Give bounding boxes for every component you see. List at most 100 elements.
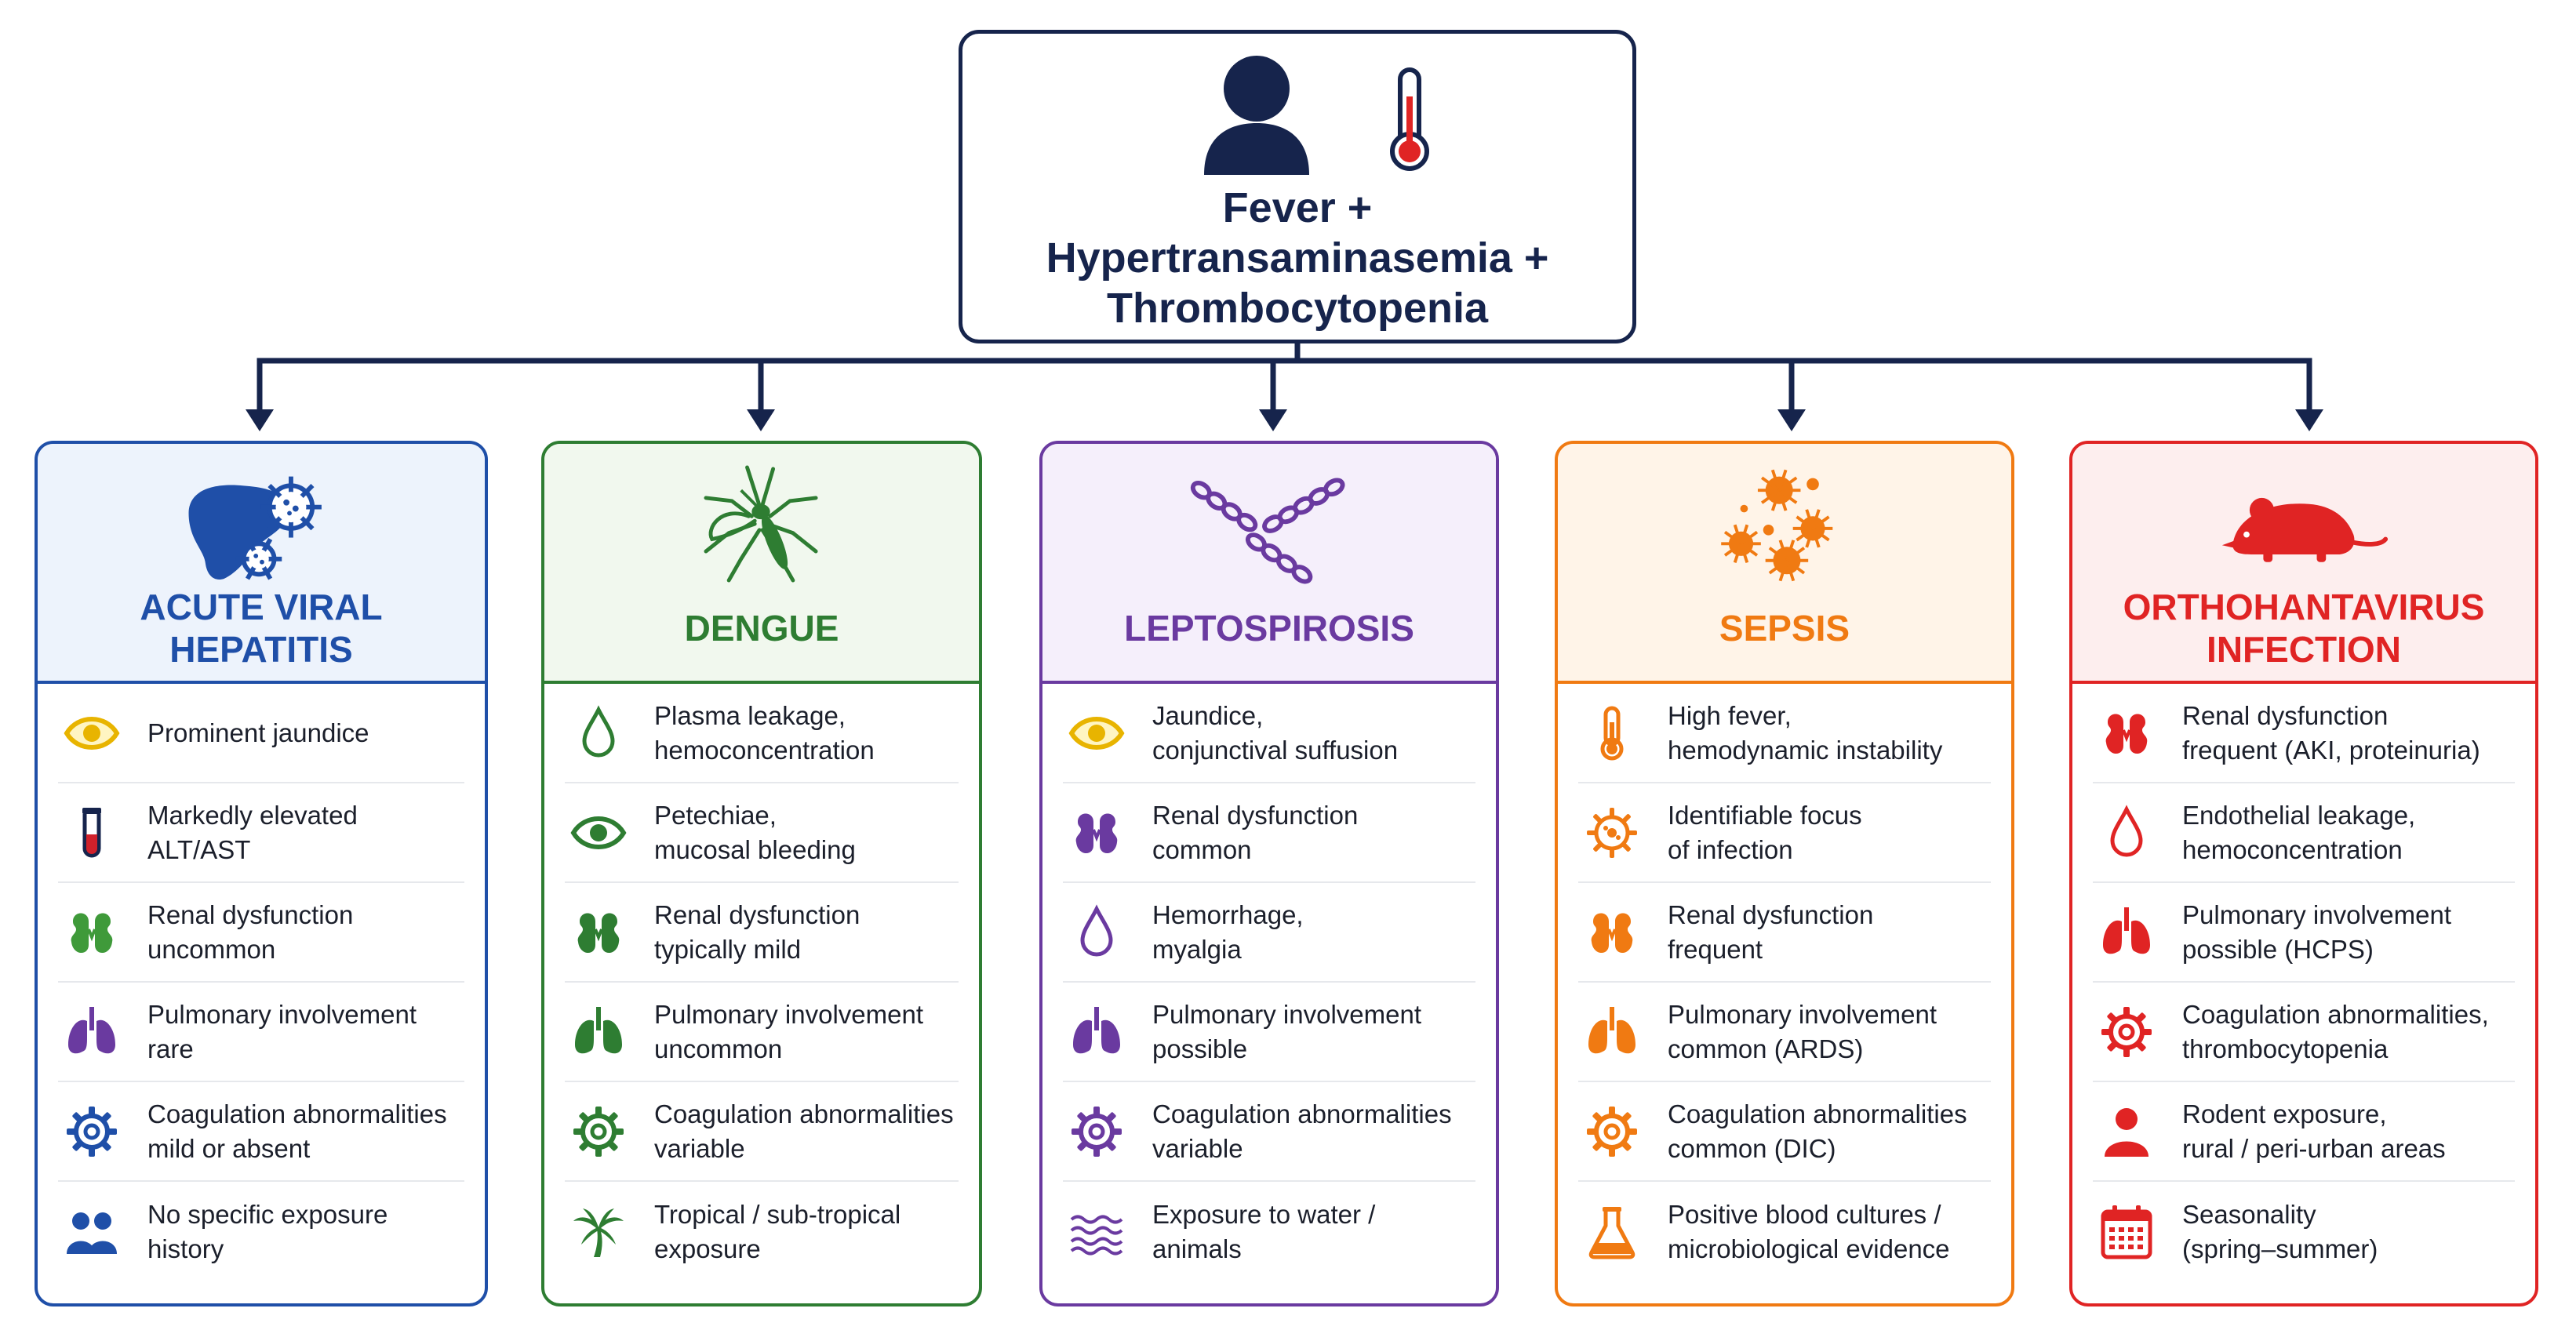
feature-row: Seasonality(spring–summer) (2093, 1182, 2515, 1281)
column-title-line: INFECTION (2207, 629, 2401, 670)
arrow-head (246, 409, 274, 431)
kidney-icon (1075, 813, 1118, 853)
lungs-icon (1073, 1006, 1120, 1053)
feature-line: Identifiable focus (1668, 800, 1862, 830)
feature-line: Hemorrhage, (1152, 899, 1304, 929)
eye-icon (570, 816, 627, 849)
feature-line: Pulmonary involvement (147, 999, 417, 1029)
arrow-head (747, 409, 775, 431)
feature-line: history (147, 1234, 224, 1263)
feature-row: Prominent jaundice (58, 684, 464, 783)
mosquito-icon (704, 465, 818, 583)
arrow-head (1777, 409, 1806, 431)
feature-line: uncommon (147, 934, 276, 964)
feature-line: Prominent jaundice (147, 718, 369, 747)
feature-list: Plasma leakage,hemoconcentration Petechi… (565, 684, 959, 1292)
feature-text: No specific exposure history (126, 1197, 387, 1266)
column-title-line: ORTHOHANTAVIRUS (2123, 587, 2485, 627)
feature-text: Renal dysfunction uncommon (126, 898, 353, 967)
feature-text: Prominent jaundice (126, 716, 369, 750)
feature-line: Renal dysfunction (1152, 800, 1359, 830)
feature-line: myalgia (1152, 934, 1242, 964)
presentation-box: Fever + Hypertransaminasemia + Thrombocy… (959, 30, 1636, 343)
gear-icon (1587, 1106, 1637, 1157)
feature-line: frequent (AKI, proteinuria) (2182, 735, 2480, 765)
column-title-line: LEPTOSPIROSIS (1124, 608, 1414, 649)
feature-text: Renal dysfunction frequent (1646, 898, 1873, 967)
feature-line: Rodent exposure, (2182, 1099, 2387, 1128)
feature-line: Pulmonary involvement (1152, 999, 1421, 1029)
feature-text: Coagulation abnormalities,thrombocytopen… (2160, 998, 2489, 1067)
gear-icon (573, 1106, 624, 1157)
feature-line: Renal dysfunction (2182, 700, 2389, 730)
arrow-head (1259, 409, 1287, 431)
feature-line: Renal dysfunction (147, 899, 354, 929)
feature-text: Renal dysfunction frequent (AKI, proteinu… (2160, 699, 2480, 768)
feature-line: thrombocytopenia (2182, 1034, 2389, 1063)
feature-line: frequent (1668, 934, 1763, 964)
feature-line: High fever, (1668, 700, 1792, 730)
palm-tree-icon (573, 1208, 624, 1257)
column-lepto: LEPTOSPIROSIS Jaundice,conjunctival suff… (1039, 441, 1499, 1306)
water-icon (1070, 1215, 1123, 1255)
feature-text: Petechiae,mucosal bleeding (632, 798, 856, 867)
flask-icon (1588, 1206, 1635, 1259)
feature-line: Renal dysfunction (1668, 899, 1874, 929)
feature-list: High fever, hemodynamic instability Ident… (1578, 684, 1991, 1292)
column-header: LEPTOSPIROSIS (1042, 444, 1496, 684)
feature-line: Pulmonary involvement (654, 999, 923, 1029)
title-line: Hypertransaminasemia + (1046, 234, 1549, 282)
feature-line: Endothelial leakage, (2182, 800, 2416, 830)
arrow-head (2295, 409, 2323, 431)
feature-text: Plasma leakage,hemoconcentration (632, 699, 875, 768)
feature-row: Rodent exposure, rural / peri-urban areas (2093, 1082, 2515, 1182)
bacteria-icon (1721, 469, 1833, 582)
feature-text: High fever, hemodynamic instability (1646, 699, 1942, 768)
feature-line: Coagulation abnormalities (654, 1099, 954, 1128)
feature-line: Exposure to water / (1152, 1199, 1376, 1229)
feature-line: conjunctival suffusion (1152, 735, 1399, 765)
feature-list: Renal dysfunction frequent (AKI, proteinu… (2093, 684, 2515, 1292)
feature-row: Exposure to water /animals (1063, 1182, 1475, 1281)
lungs-icon (2103, 907, 2150, 954)
kidney-icon (1591, 913, 1633, 953)
feature-line: hemoconcentration (2182, 834, 2403, 864)
feature-line: hemodynamic instability (1668, 735, 1943, 765)
feature-line: possible (1152, 1034, 1248, 1063)
drop-icon (1080, 903, 1113, 956)
column-header: DENGUE (544, 444, 979, 684)
feature-row: Coagulation abnormalities,thrombocytopen… (2093, 983, 2515, 1082)
drop-icon (582, 704, 615, 757)
column-title-line: DENGUE (684, 608, 839, 649)
feature-line: rural / peri-urban areas (2182, 1133, 2446, 1163)
feature-row: Jaundice,conjunctival suffusion (1063, 684, 1475, 783)
feature-line: (spring–summer) (2182, 1234, 2378, 1263)
person-icon (2105, 1107, 2148, 1157)
feature-text: Jaundice,conjunctival suffusion (1130, 699, 1398, 768)
feature-row: Renal dysfunction uncommon (58, 883, 464, 983)
gear-icon (1072, 1106, 1122, 1157)
column-sepsis: SEPSIS High fever,hemodynamic instabilit… (1555, 441, 2014, 1306)
feature-line: Positive blood cultures / (1668, 1199, 1941, 1229)
feature-line: Pulmonary involvement (1668, 999, 1937, 1029)
feature-line: No specific exposure (147, 1199, 388, 1229)
